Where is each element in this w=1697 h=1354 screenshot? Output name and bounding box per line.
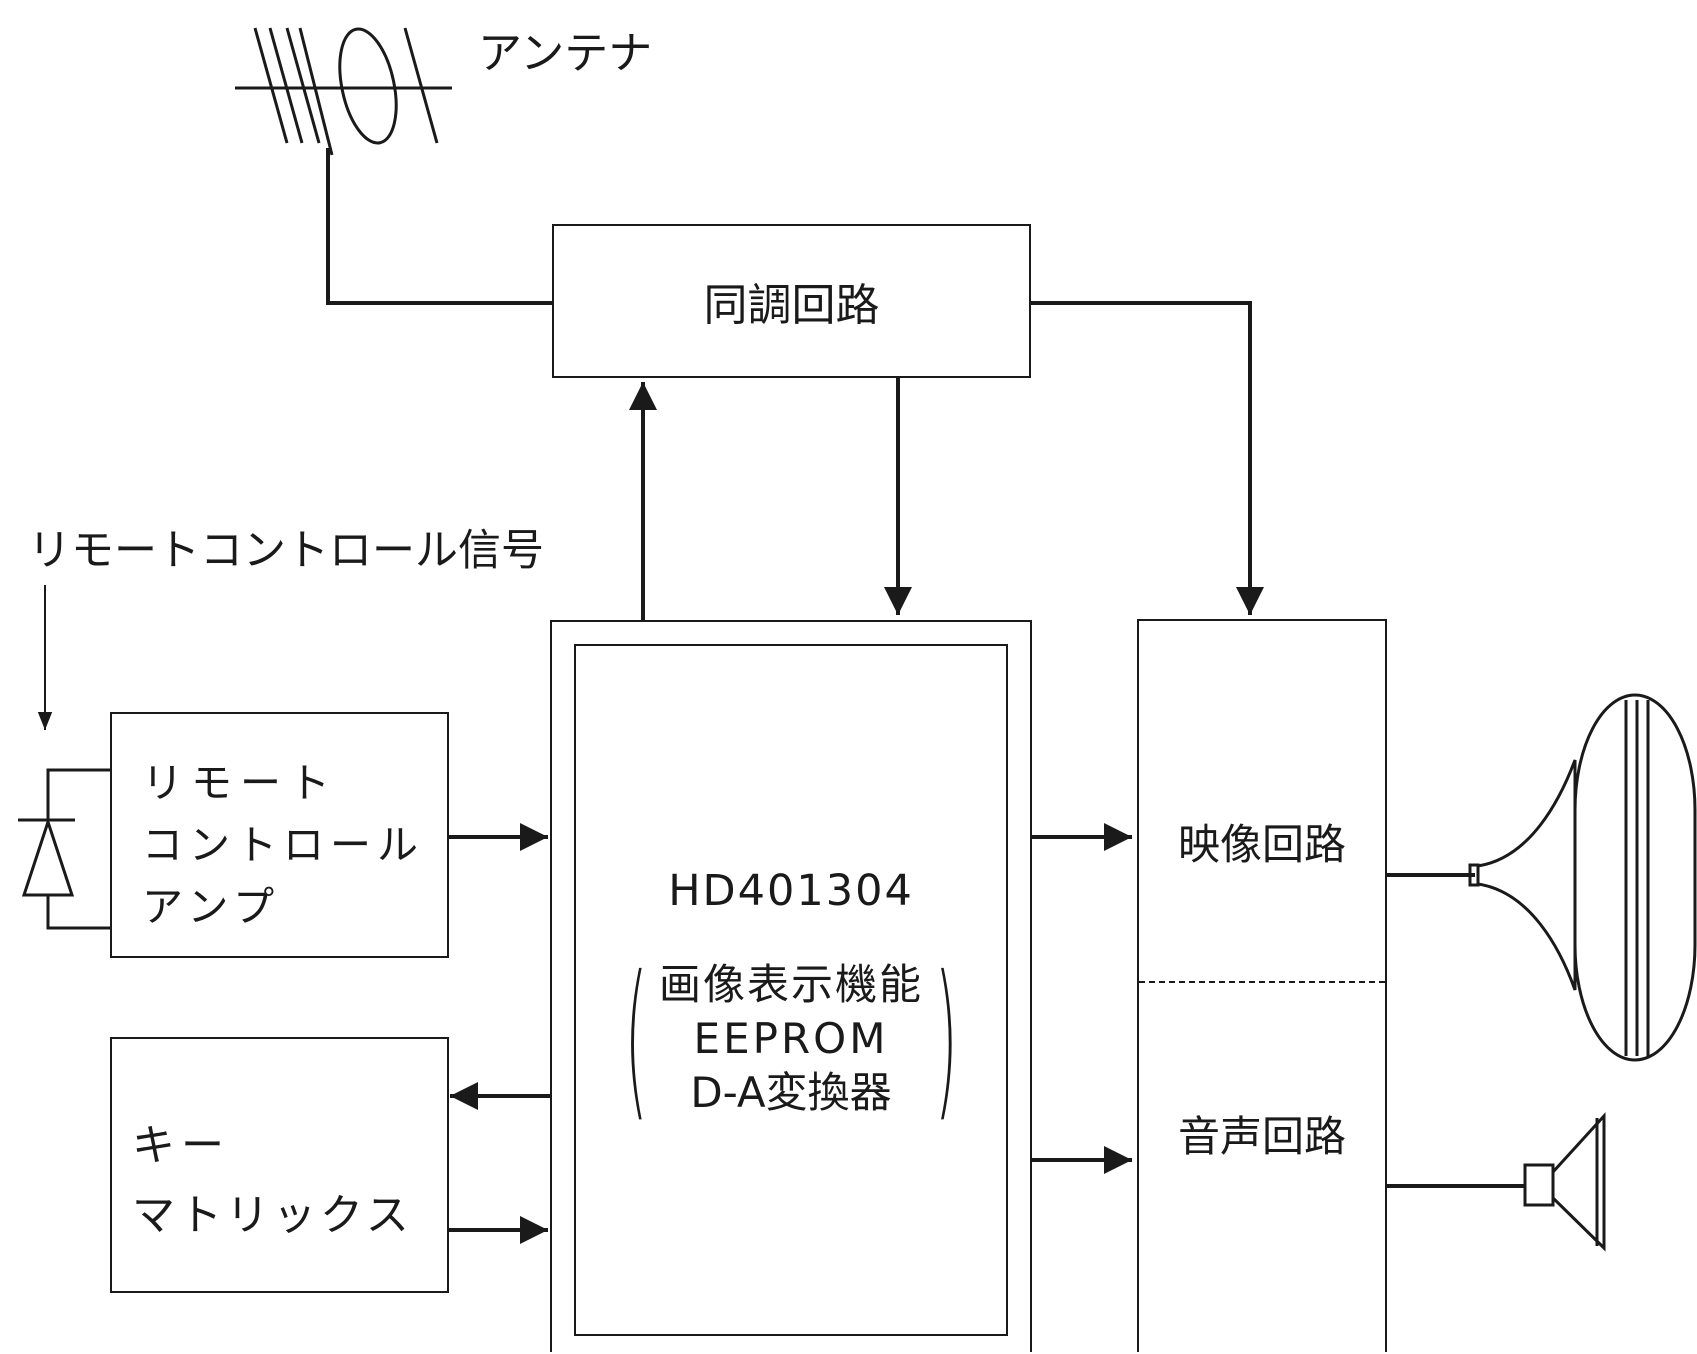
remote-signal-label: リモートコントロール信号 <box>28 526 544 576</box>
key-matrix-block: キー マトリックス <box>110 1037 449 1293</box>
audio-circuit-block: 音声回路 <box>1139 983 1385 1354</box>
av-divider <box>1139 981 1385 983</box>
remote-amp-line-1: リモート <box>142 759 338 807</box>
antenna-icon <box>235 27 452 156</box>
video-circuit-label: 映像回路 <box>1177 819 1346 869</box>
audio-circuit-label: 音声回路 <box>1177 1112 1346 1161</box>
key-matrix-line-1: キー <box>132 1121 230 1171</box>
antenna-feed-line <box>326 148 552 305</box>
mcu-feature-3: D-A変換器 <box>690 1068 892 1117</box>
crt-tube-icon <box>1468 693 1697 1062</box>
mcu-feature-2: EEPROM <box>693 1014 889 1063</box>
remote-amp-line-2: コントロール <box>142 821 424 869</box>
mcu-right-paren: ) <box>934 940 958 1138</box>
video-circuit-block: 映像回路 <box>1139 621 1385 981</box>
mcu-feature-1: 画像表示機能 <box>658 960 923 1009</box>
tuning-circuit-block: 同調回路 <box>552 224 1031 378</box>
antenna-label: アンテナ <box>478 28 653 79</box>
tuning-circuit-label: 同調回路 <box>703 280 880 331</box>
mcu-features: 画像表示機能 EEPROM D-A変換器 <box>659 958 923 1120</box>
key-matrix-line-2: マトリックス <box>132 1191 413 1241</box>
mcu-outer-block: HD401304 ( 画像表示機能 EEPROM D-A変換器 ) <box>550 620 1032 1352</box>
mcu-left-paren: ( <box>624 940 648 1138</box>
speaker-icon <box>1523 1112 1606 1252</box>
photodiode-icon <box>18 768 112 930</box>
mcu-inner-block: HD401304 ( 画像表示機能 EEPROM D-A変換器 ) <box>574 644 1008 1336</box>
mcu-part-number: HD401304 <box>668 866 914 916</box>
remote-amp-block: リモート コントロール アンプ <box>110 712 449 958</box>
remote-amp-line-3: アンプ <box>142 883 281 931</box>
tuner-to-video-line <box>1030 301 1264 615</box>
mcu-features-group: ( 画像表示機能 EEPROM D-A変換器 ) <box>603 954 980 1124</box>
av-circuit-block: 映像回路 音声回路 <box>1137 619 1387 1352</box>
